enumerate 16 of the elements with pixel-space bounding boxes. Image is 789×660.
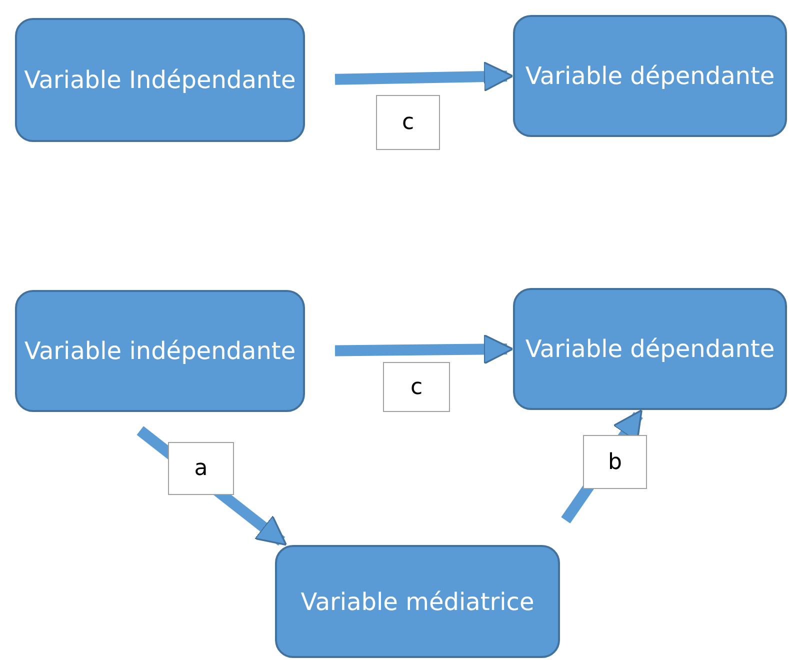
- edge-label: c: [376, 95, 440, 150]
- node-text: Variable médiatrice: [300, 586, 534, 618]
- edge-label: a: [168, 442, 234, 495]
- rounded-box: [275, 545, 560, 658]
- node-text: Variable dépendante: [525, 61, 775, 92]
- node-text: Variable indépendante: [24, 336, 296, 367]
- rounded-box: [15, 18, 305, 142]
- node-text: Variable Indépendante: [24, 65, 296, 96]
- rounded-box: [513, 15, 787, 137]
- edge-label: c: [383, 362, 450, 412]
- edge-label: b: [583, 435, 647, 489]
- block-arrow: [334, 61, 514, 92]
- node-text: Variable dépendante: [525, 334, 775, 365]
- rounded-box: [513, 288, 787, 410]
- rounded-box: [15, 290, 305, 412]
- block-arrow: [334, 334, 514, 364]
